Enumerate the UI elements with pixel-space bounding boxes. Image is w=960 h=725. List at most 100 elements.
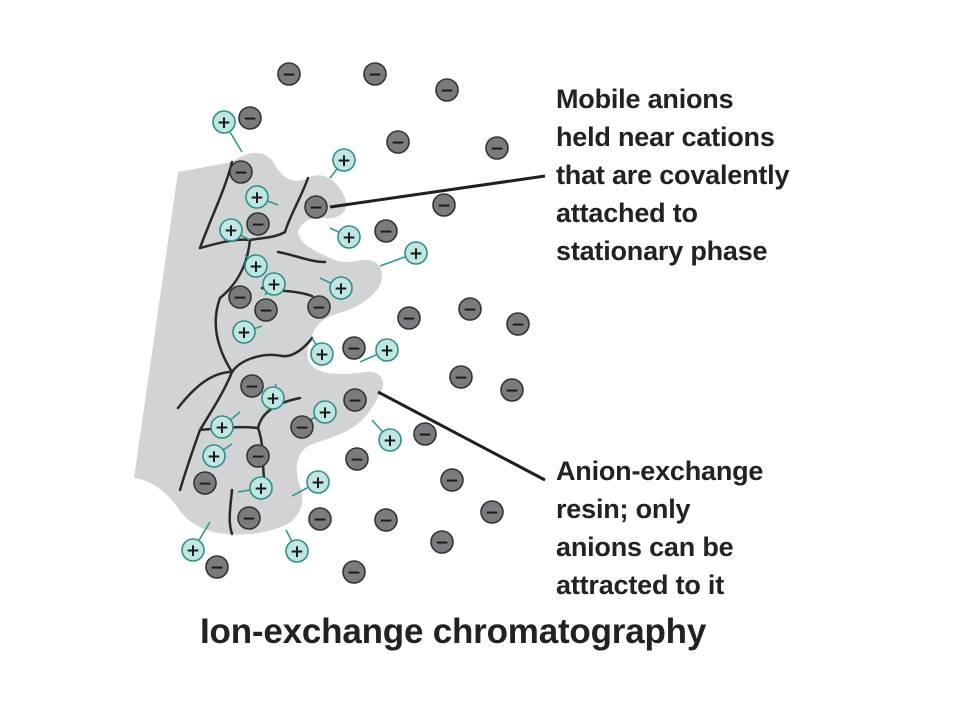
anion: − (246, 212, 270, 236)
anion-sign: − (511, 315, 525, 335)
anion-sign: − (391, 133, 405, 153)
cation-sign: + (207, 447, 221, 467)
cation: + (249, 476, 273, 500)
cation: + (313, 400, 337, 424)
anion-sign: − (234, 163, 248, 183)
anion-sign: − (379, 222, 393, 242)
anion-sign: − (418, 425, 432, 445)
cation-sign: + (250, 188, 264, 208)
cation-sign: + (380, 341, 394, 361)
anion: − (205, 555, 229, 579)
anion: − (254, 298, 278, 322)
cation: + (219, 218, 243, 242)
anion-sign: − (245, 377, 259, 397)
cation-sign: + (224, 221, 238, 241)
anion: − (397, 306, 421, 330)
anion-sign: − (347, 339, 361, 359)
anion-sign: − (210, 558, 224, 578)
anion-sign: − (485, 503, 499, 523)
anion: − (480, 500, 504, 524)
anion: − (343, 388, 367, 412)
annotation-line: stationary phase (556, 236, 768, 266)
anion: − (228, 285, 252, 309)
cation-sign: + (337, 151, 351, 171)
leader-line-mobile-anions (329, 174, 546, 209)
anion: − (386, 130, 410, 154)
cation-sign: + (249, 257, 263, 277)
anion: − (363, 62, 387, 86)
anion-sign: − (251, 215, 265, 235)
cation-sign: + (237, 323, 251, 343)
anion: − (500, 378, 524, 402)
annotation-line: resin; only (556, 494, 691, 524)
cation: + (310, 342, 334, 366)
anion: − (342, 560, 366, 584)
resin-network-line (283, 176, 310, 234)
anion-sign: − (435, 533, 449, 553)
annotation-line: anions can be (556, 532, 734, 562)
anion-sign: − (368, 65, 382, 85)
anion: − (413, 422, 437, 446)
anion: − (345, 447, 369, 471)
cation-sign: + (290, 542, 304, 562)
anion-sign: − (242, 509, 256, 529)
diagram-title: Ion-exchange chromatography (200, 612, 707, 651)
cation: + (202, 444, 226, 468)
anion: − (307, 295, 331, 319)
cation: + (232, 320, 256, 344)
anion: − (237, 506, 261, 530)
cation: + (306, 470, 330, 494)
ions-layer: −−−−−−−−−−−−−−−−−−−−−−−−−−−−−−−−−−−+++++… (181, 62, 530, 584)
anion: − (240, 374, 264, 398)
anion-sign: − (282, 65, 296, 85)
anion-sign: − (295, 418, 309, 438)
cation: + (378, 428, 402, 452)
cation-sign: + (383, 431, 397, 451)
cation: + (212, 110, 236, 134)
anion: − (374, 219, 398, 243)
cation-sign: + (266, 389, 280, 409)
anion: − (449, 365, 473, 389)
anion-sign: − (259, 301, 273, 321)
cation: + (244, 254, 268, 278)
cation: + (337, 225, 361, 249)
anion-sign: − (312, 298, 326, 318)
cation: + (404, 241, 428, 265)
anion: − (458, 297, 482, 321)
anion-sign: − (233, 288, 247, 308)
anion: − (485, 136, 509, 160)
anion: − (229, 160, 253, 184)
anion: − (374, 508, 398, 532)
cation: + (262, 272, 286, 296)
annotation-line: Mobile anions (556, 84, 734, 114)
cation-sign: + (215, 418, 229, 438)
cation: + (332, 148, 356, 172)
cation-sign: + (342, 228, 356, 248)
cation: + (181, 538, 205, 562)
cation: + (261, 386, 285, 410)
anion-sign: − (445, 471, 459, 491)
anion-sign: − (347, 563, 361, 583)
anion-sign: − (251, 447, 265, 467)
anion-sign: − (402, 309, 416, 329)
anion: − (277, 62, 301, 86)
cation-sign: + (311, 473, 325, 493)
annotation-line: Anion-exchange (556, 456, 764, 486)
resin-network-line (176, 370, 234, 410)
anion-sign: − (379, 511, 393, 531)
anion: − (430, 530, 454, 554)
anion-sign: − (454, 368, 468, 388)
anion: − (506, 312, 530, 336)
annotation-line: attracted to it (556, 570, 725, 600)
anion-sign: − (350, 450, 364, 470)
anion-sign: − (490, 139, 504, 159)
anion-sign: − (313, 510, 327, 530)
cation-sign: + (186, 541, 200, 561)
anion: − (308, 507, 332, 531)
anion: − (246, 444, 270, 468)
resin-network-line (276, 250, 327, 264)
anion: − (440, 468, 464, 492)
anion: − (290, 415, 314, 439)
cation: + (375, 338, 399, 362)
